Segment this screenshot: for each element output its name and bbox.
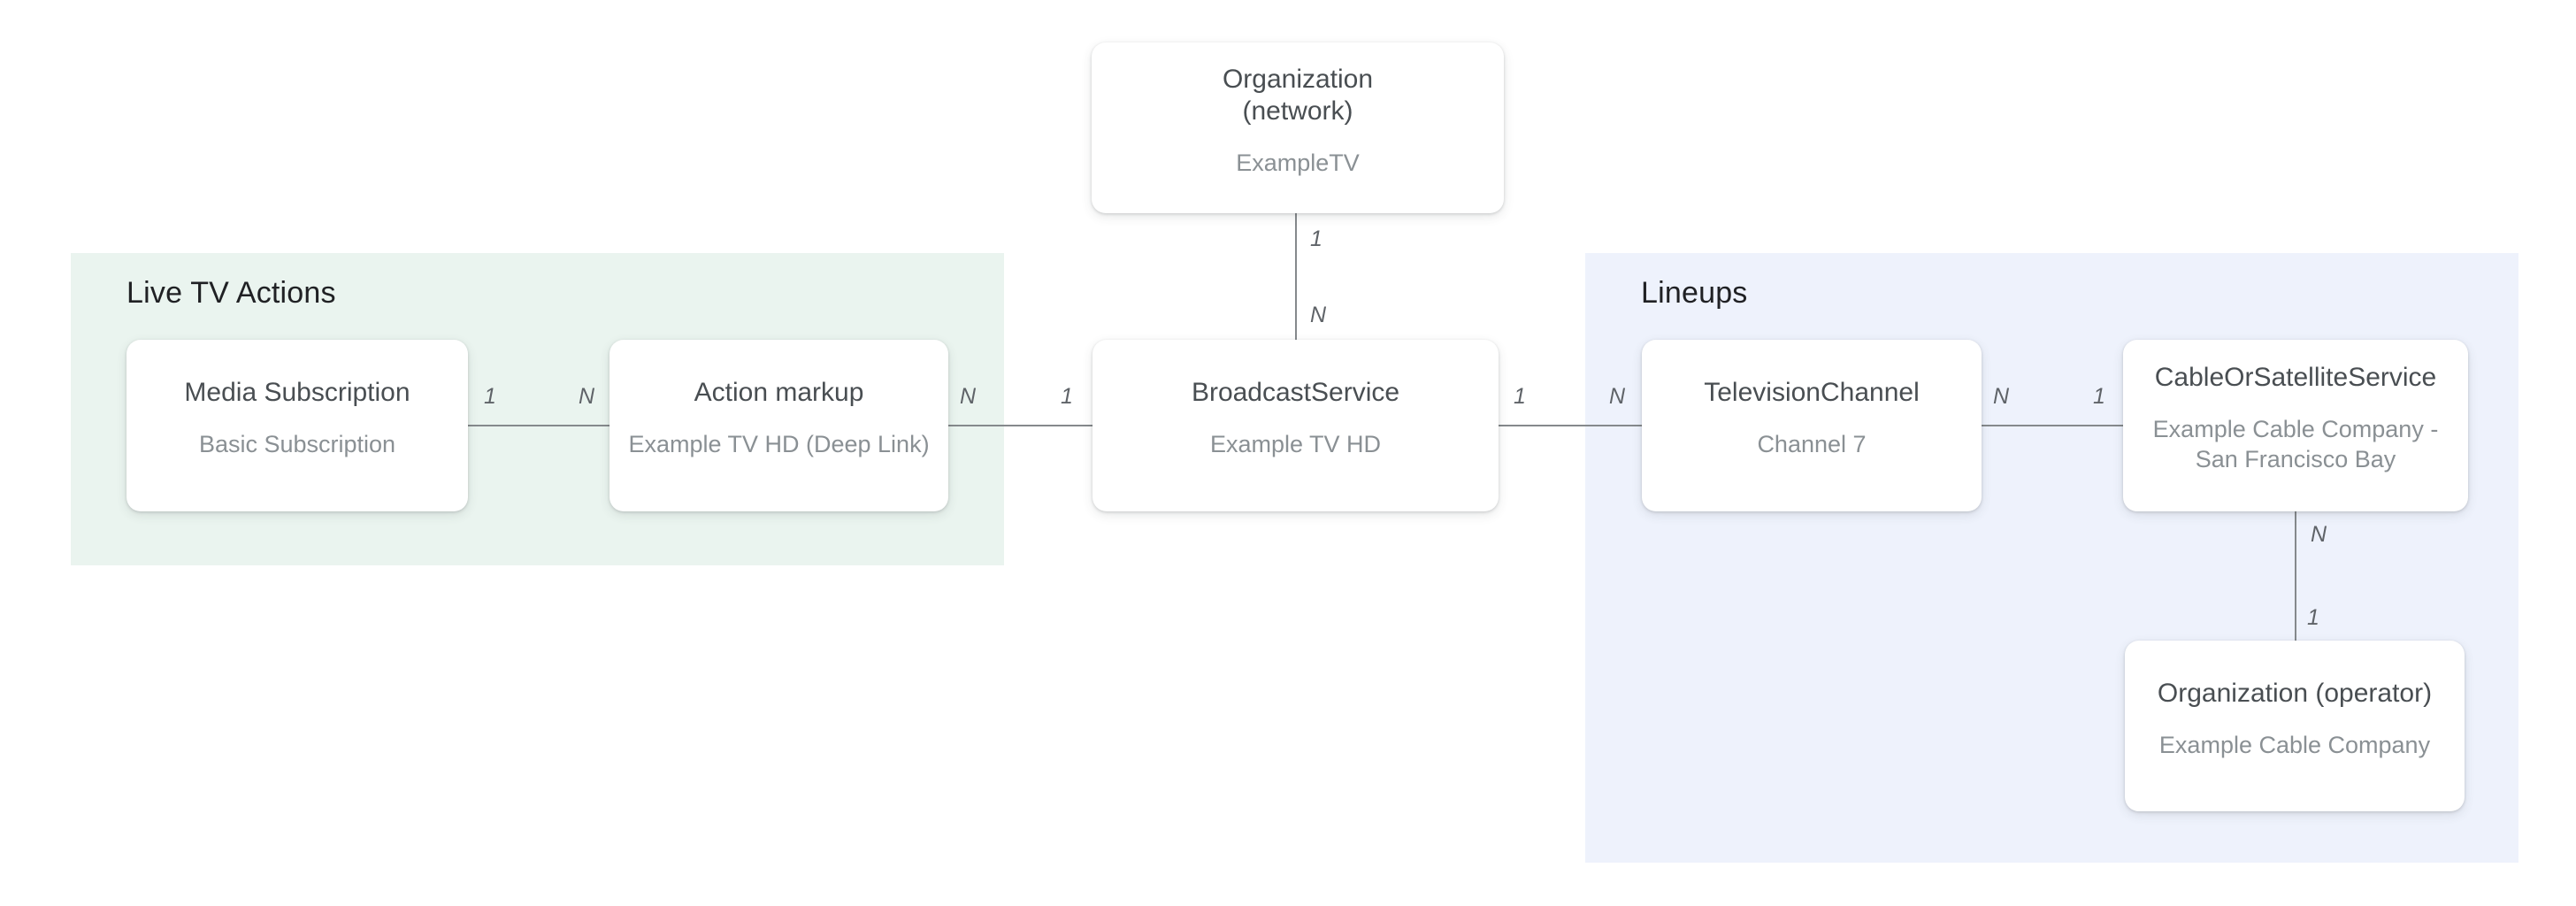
cardinality-label: 1 [2093,384,2105,409]
cardinality-label: 1 [2307,605,2319,630]
connector-network-to-broadcast [1295,213,1297,340]
node-title: Organization (network) [1222,64,1374,126]
cardinality-label: N [1609,384,1626,409]
cardinality-label: N [1310,303,1327,327]
cardinality-label: 1 [1061,384,1073,409]
cardinality-label: N [579,384,595,409]
cardinality-label: N [1993,384,2010,409]
connector-action-to-broadcast [948,425,1092,426]
connector-cable-to-operator [2295,511,2296,641]
node-media-subscription: Media Subscription Basic Subscription [126,340,468,511]
node-title: Media Subscription [184,378,410,408]
node-organization-network: Organization (network) ExampleTV [1092,42,1504,213]
node-subtitle: ExampleTV [1236,149,1360,176]
cardinality-label: 1 [1514,384,1526,409]
node-subtitle: Example Cable Company [2158,731,2431,758]
node-title: Organization (operator) [2157,678,2433,708]
node-subtitle: Channel 7 [1757,431,1867,458]
cardinality-label: N [2311,522,2327,547]
node-organization-operator: Organization (operator) Example Cable Co… [2125,641,2465,811]
connector-channel-to-cable [1982,425,2123,426]
node-action-markup: Action markup Example TV HD (Deep Link) [610,340,948,511]
node-title: CableOrSatelliteService [2154,363,2437,393]
node-television-channel: TelevisionChannel Channel 7 [1642,340,1982,511]
node-subtitle: Example Cable Company - San Francisco Ba… [2152,416,2439,472]
cardinality-label: N [960,384,977,409]
live-tv-actions-region-label: Live TV Actions [126,276,336,310]
node-subtitle: Example TV HD [1209,431,1382,458]
node-cable-or-satellite-service: CableOrSatelliteService Example Cable Co… [2123,340,2468,511]
node-title: BroadcastService [1191,378,1400,408]
connector-broadcast-to-channel [1499,425,1642,426]
node-title: Action markup [694,378,864,408]
node-subtitle: Basic Subscription [198,431,396,458]
node-title: TelevisionChannel [1704,378,1920,408]
connector-media-to-action [468,425,610,426]
cardinality-label: 1 [484,384,496,409]
node-subtitle: Example TV HD (Deep Link) [628,431,930,458]
cardinality-label: 1 [1310,226,1322,251]
node-broadcast-service: BroadcastService Example TV HD [1092,340,1499,511]
lineups-region-label: Lineups [1641,276,1748,310]
